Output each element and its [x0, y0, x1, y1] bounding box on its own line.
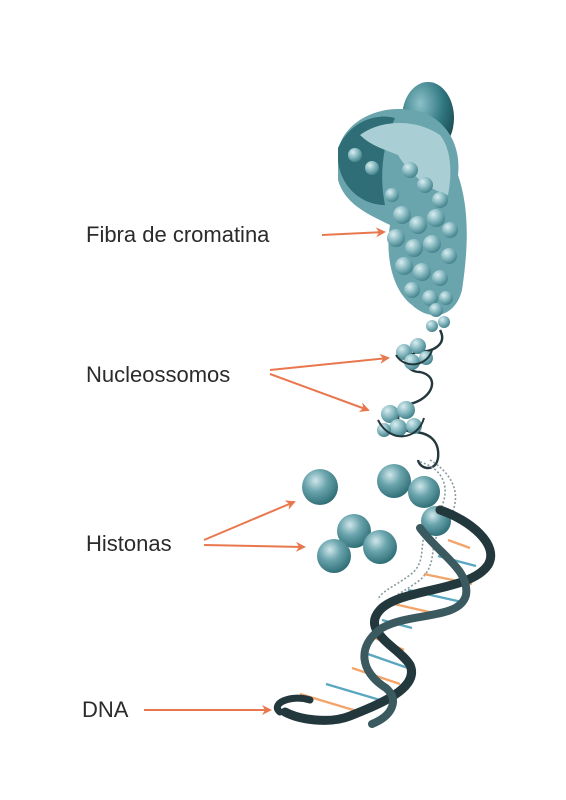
arrow-nucleosome-2	[269, 373, 370, 412]
unwinding-dna-strand	[377, 459, 457, 605]
chromatin-fiber-icon	[338, 82, 467, 332]
arrow-chromatin	[321, 227, 386, 238]
dna-double-helix-icon	[274, 505, 495, 728]
arrow-histone-1	[203, 500, 296, 541]
label-dna: DNA	[82, 697, 129, 722]
arrow-nucleosome-1	[269, 353, 390, 371]
nucleosome-icon	[377, 401, 425, 438]
label-nucleosomes: Nucleossomos	[86, 362, 231, 387]
label-histones: Histonas	[86, 531, 172, 556]
nucleosome-icon	[395, 338, 433, 370]
pointer-arrows	[144, 227, 390, 715]
label-chromatin-fiber: Fibra de cromatina	[86, 222, 270, 247]
histone-sphere-icon	[302, 464, 451, 573]
arrow-histone-2	[203, 541, 306, 552]
